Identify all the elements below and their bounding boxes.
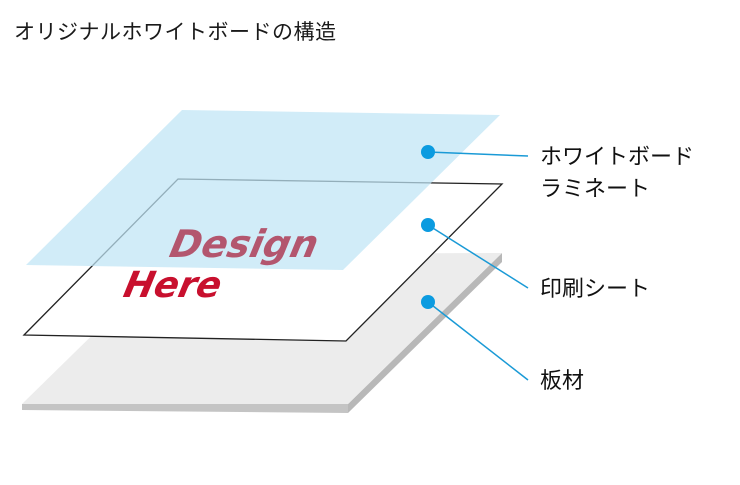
- laminate-sheet: [26, 110, 500, 270]
- leader-line-print-sheet: [427, 224, 529, 289]
- dot-laminate: [421, 145, 435, 159]
- board-edge: [22, 404, 348, 413]
- labels: ホワイトボード ラミネート 印刷シート 板材: [540, 145, 694, 394]
- dot-board: [421, 295, 435, 309]
- laminate-layer: Design: [26, 110, 500, 270]
- label-board: 板材: [540, 369, 584, 394]
- label-print-sheet: 印刷シート: [540, 277, 650, 302]
- label-laminate-line1: ホワイトボード: [540, 145, 694, 170]
- dot-print-sheet: [421, 218, 435, 232]
- board-edge-right: [348, 253, 502, 413]
- leader-line-laminate: [427, 151, 529, 157]
- callouts: [421, 145, 529, 381]
- design-text-design: Design: [166, 222, 323, 267]
- label-laminate-line2: ラミネート: [540, 177, 650, 202]
- diagram-title: オリジナルホワイトボードの構造: [14, 20, 337, 44]
- leader-line-board: [427, 301, 529, 381]
- design-text-here: Here: [120, 263, 226, 306]
